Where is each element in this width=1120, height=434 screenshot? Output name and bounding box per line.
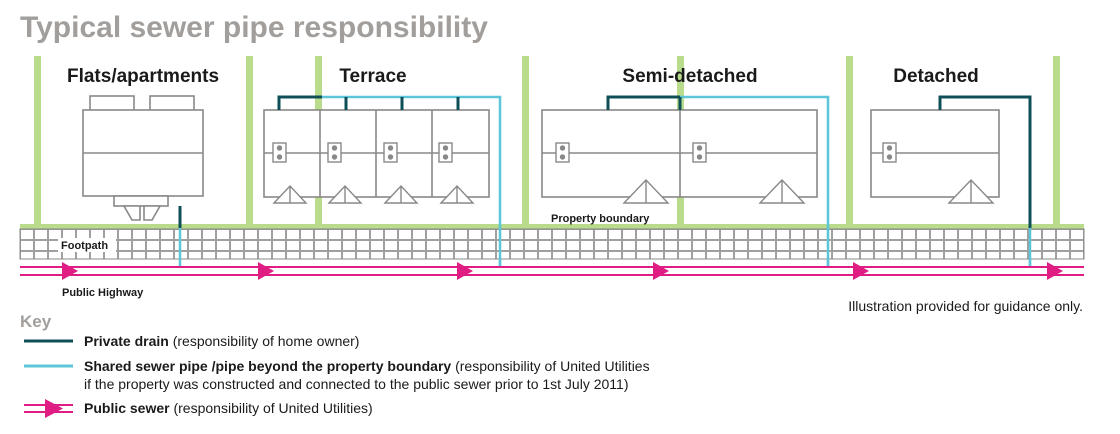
property-boundary-label: Property boundary [551,213,650,225]
key-private-drain-name: Private drain [84,333,169,349]
key-shared-sewer-name: Shared sewer pipe /pipe beyond the prope… [84,358,451,374]
semi-detached-shared-sewer [680,95,830,268]
label-terrace: Terrace [339,66,406,87]
porch-icon [622,178,670,204]
detached-porch [947,178,995,204]
porch-icon [439,184,475,204]
semi-detached-porches [622,178,806,204]
flow-arrow-icon [853,262,869,280]
boundary-post [34,56,41,228]
boundary-post [1053,56,1060,228]
key-item-shared-sewer: Shared sewer pipe /pipe beyond the prope… [84,358,650,374]
porch-icon [947,178,995,204]
key-shared-sewer-desc: (responsibility of United Utilities [451,358,649,374]
terrace-porches [272,184,475,204]
terrace-windows [272,142,453,163]
public-highway-label: Public Highway [62,287,144,299]
window-icon [438,142,453,163]
semi-detached-windows [555,142,707,163]
footpath-label-bg [58,238,116,252]
window-icon [692,142,707,163]
key-public-sewer-name: Public sewer [84,400,170,416]
porch-icon [758,178,806,204]
label-flats: Flats/apartments [67,66,219,87]
boundary-post [246,56,253,228]
key-public-sewer-desc: (responsibility of United Utilities) [170,400,373,416]
shared-sewer-connections [178,228,1032,268]
label-semi-detached: Semi-detached [622,66,757,87]
terrace-private-drains [277,95,460,110]
boundary-post [846,56,853,228]
window-icon [882,142,897,163]
terrace-shared-sewer [322,95,502,268]
flow-arrow-icon [62,262,78,280]
semi-detached-private-drains [606,95,682,110]
key-private-drain-desc: (responsibility of home owner) [169,333,360,349]
window-icon [383,142,398,163]
flow-arrow-icon [1047,262,1063,280]
public-sewer [20,262,1084,280]
flow-arrow-icon [653,262,669,280]
guidance-note: Illustration provided for guidance only. [848,298,1083,314]
detached-window [882,142,897,163]
diagram-title: Typical sewer pipe responsibility [20,11,488,44]
label-detached: Detached [893,66,979,87]
semi-detached-building [541,109,818,198]
porch-icon [383,184,419,204]
key-item-public-sewer: Public sewer (responsibility of United U… [84,400,373,416]
footpath [19,228,1085,260]
flats-building [82,95,204,221]
public-sewer-arrow-icon [24,399,73,418]
flow-arrow-icon [258,262,274,280]
boundary-post [522,56,529,228]
ground-strip [20,224,1084,230]
detached-private-drain [938,95,1032,228]
porch-icon [272,184,308,204]
key-shared-sewer-desc-line2: if the property was constructed and conn… [84,376,628,392]
key-item-private-drain: Private drain (responsibility of home ow… [84,333,359,349]
porch-icon [327,184,363,204]
key-title: Key [20,312,52,331]
window-icon [555,142,570,163]
footpath-label: Footpath [61,240,108,252]
window-icon [272,142,287,163]
window-icon [327,142,342,163]
flow-arrow-icon [457,262,473,280]
terrace-building [263,109,490,198]
